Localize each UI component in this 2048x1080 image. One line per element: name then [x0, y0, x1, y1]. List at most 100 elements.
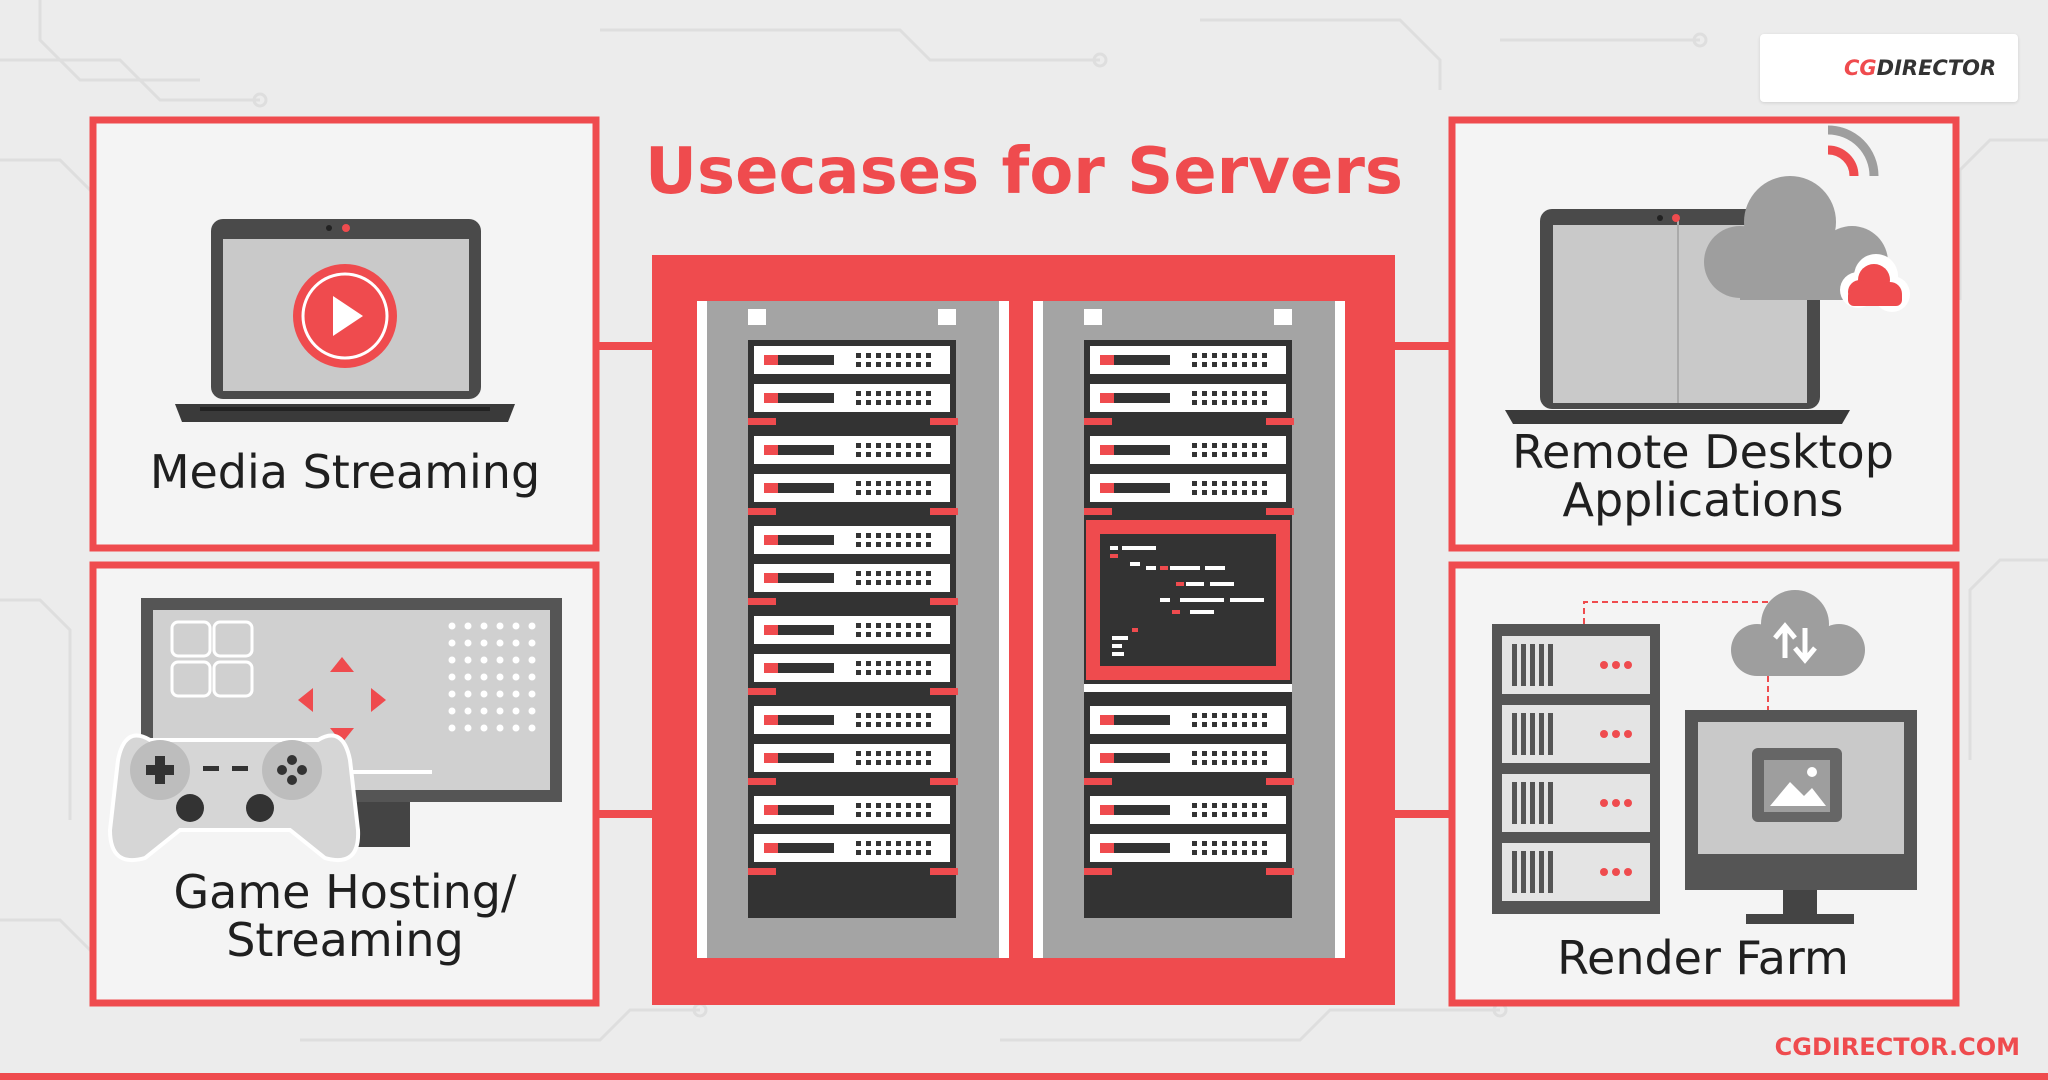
grid-dot [464, 656, 472, 664]
grid-dot [480, 622, 488, 630]
rack-rail-mark [1266, 418, 1294, 425]
grid-dot [512, 707, 520, 715]
grid-dot [464, 639, 472, 647]
footer-url: CGDIRECTOR.COM [1774, 1033, 2020, 1061]
left-server-units [748, 346, 958, 875]
grid-dot [496, 639, 504, 647]
render-server-unit [1502, 774, 1650, 832]
grid-dot [464, 622, 472, 630]
circuit-background [0, 0, 2048, 1042]
render-server-units [1502, 636, 1650, 901]
grid-dot [528, 690, 536, 698]
logo-card [1760, 34, 2018, 102]
grid-dot [464, 707, 472, 715]
grid-dot [496, 622, 504, 630]
right-server-units [1084, 346, 1294, 875]
grid-dot [512, 690, 520, 698]
grid-dot [512, 622, 520, 630]
grid-dot [512, 656, 520, 664]
grid-dot [496, 673, 504, 681]
laptop-play-icon [175, 219, 515, 422]
rack-rail-mark [1084, 778, 1112, 785]
usecase-label-remote-line2: Applications [1562, 473, 1844, 527]
signal-icon [1827, 125, 1879, 177]
rack-rail-mark [1084, 418, 1112, 425]
server-unit [754, 436, 950, 464]
grid-dot [448, 673, 456, 681]
server-unit [1090, 796, 1286, 824]
image-icon [1752, 748, 1842, 822]
laptop-cloud-icon [1505, 125, 1910, 424]
usecase-label-game-line1: Game Hosting/ [173, 865, 517, 919]
rack-rail-mark [1084, 508, 1112, 515]
grid-dot [528, 707, 536, 715]
grid-dot [496, 724, 504, 732]
dot-grid [448, 622, 536, 732]
server-unit [1090, 384, 1286, 412]
usecase-label-remote-line1: Remote Desktop [1512, 425, 1894, 479]
usecase-label-media: Media Streaming [149, 445, 541, 499]
render-server-unit [1502, 843, 1650, 901]
grid-dot [528, 673, 536, 681]
server-unit [1090, 744, 1286, 772]
direction-arrows-icon [298, 657, 386, 743]
rack-rail-mark [748, 598, 776, 605]
brand-logo-suffix: DIRECTOR [1876, 56, 1997, 80]
rack-rail-mark [748, 508, 776, 515]
grid-dot [496, 690, 504, 698]
grid-dot [480, 673, 488, 681]
gamepad-icon [107, 733, 361, 863]
server-unit [754, 796, 950, 824]
server-unit [1090, 474, 1286, 502]
grid-dot [448, 656, 456, 664]
terminal-screen-icon [1086, 520, 1290, 680]
grid-dot [480, 724, 488, 732]
grid-dot [496, 707, 504, 715]
grid-dot [464, 673, 472, 681]
rack-rail-mark [930, 778, 958, 785]
server-unit [754, 564, 950, 592]
rack-rail-mark [1266, 508, 1294, 515]
rack-rail-mark [930, 688, 958, 695]
usecase-label-game-line2: Streaming [226, 913, 464, 967]
rack-rail-mark [1266, 868, 1294, 875]
rack-rail-mark [748, 868, 776, 875]
server-unit [754, 474, 950, 502]
bottom-accent-bar [0, 1073, 2048, 1080]
rack-rail-mark [930, 868, 958, 875]
server-unit [754, 654, 950, 682]
connector-lines [596, 342, 1452, 818]
usecase-label-game: Game Hosting/Streaming [100, 868, 590, 964]
grid-dot [528, 724, 536, 732]
server-unit [754, 346, 950, 374]
grid-dot [512, 639, 520, 647]
grid-dot [448, 622, 456, 630]
server-unit [1090, 834, 1286, 862]
grid-dot [448, 690, 456, 698]
render-server-unit [1502, 705, 1650, 763]
server-unit [754, 706, 950, 734]
grid-dot [512, 673, 520, 681]
server-unit [1090, 706, 1286, 734]
rack-rail-mark [748, 418, 776, 425]
brand-logo-prefix: CG [1844, 56, 1877, 80]
grid-dot [496, 656, 504, 664]
rack-rail-mark [930, 418, 958, 425]
grid-dot [464, 724, 472, 732]
server-cloud-monitor-icon [1492, 590, 1917, 924]
server-unit [1090, 346, 1286, 374]
grid-dot [448, 639, 456, 647]
monitor-gamepad-icon [107, 598, 562, 863]
server-unit [754, 384, 950, 412]
grid-dot [464, 690, 472, 698]
grid-dot [512, 724, 520, 732]
server-unit [754, 834, 950, 862]
page-title: Usecases for Servers [645, 135, 1403, 209]
brand-logo: CGDIRECTOR [1844, 52, 2014, 84]
grid-dot [480, 656, 488, 664]
rack-rail-mark [1084, 868, 1112, 875]
grid-dot [448, 724, 456, 732]
